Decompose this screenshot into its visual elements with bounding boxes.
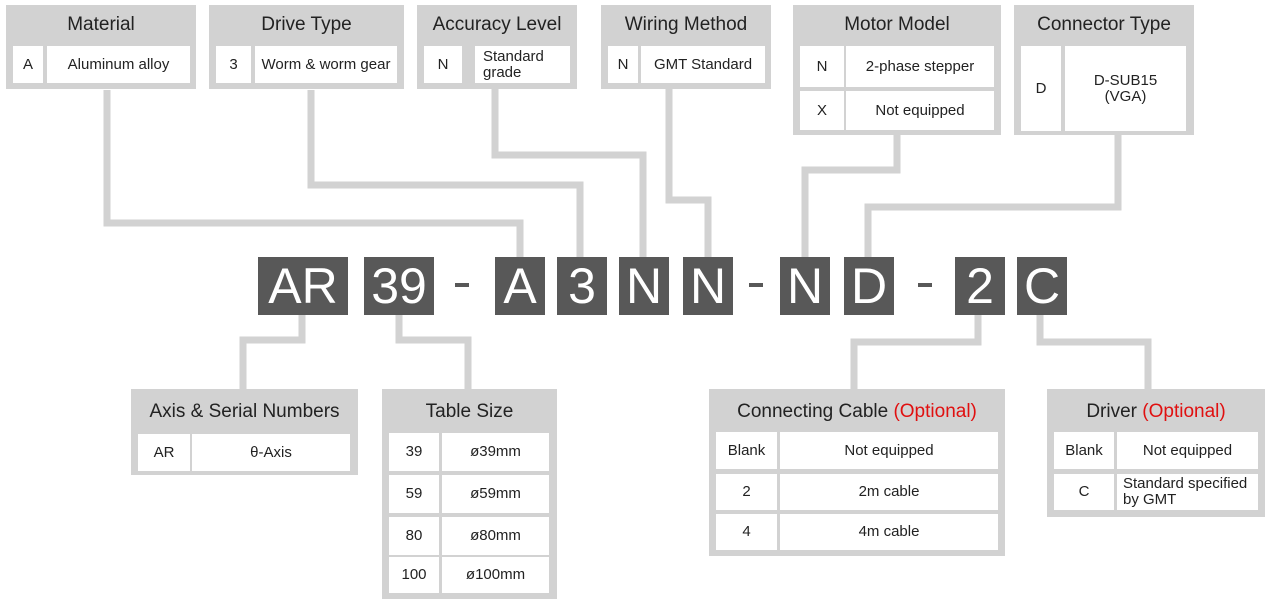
option-description: 2m cable	[780, 474, 998, 510]
option-code: 3	[216, 46, 251, 83]
material-box: Material A Aluminum alloy	[6, 5, 196, 89]
code-segment-connecting-cable: 2	[955, 257, 1005, 315]
accuracy-level-box: Accuracy Level N Standard grade	[417, 5, 577, 89]
drive-type-box: Drive Type 3 Worm & worm gear	[209, 5, 404, 89]
option-code: 39	[389, 433, 439, 471]
box-title: Axis & Serial Numbers	[149, 401, 340, 422]
option-description: ø39mm	[442, 433, 549, 471]
optional-label: (Optional)	[893, 401, 977, 422]
connector-type-box: Connector Type D D-SUB15 (VGA)	[1014, 5, 1194, 135]
option-description: D-SUB15 (VGA)	[1065, 46, 1186, 131]
option-code: C	[1054, 474, 1114, 510]
code-separator	[749, 283, 763, 287]
box-title: Table Size	[425, 401, 514, 422]
connecting-cable-box: Connecting Cable (Optional) Blank Not eq…	[709, 389, 1005, 556]
optional-label: (Optional)	[1142, 401, 1226, 422]
connector-wiring-method	[665, 85, 712, 257]
code-separator	[455, 283, 469, 287]
option-code: X	[800, 91, 844, 130]
box-title: Wiring Method	[624, 14, 748, 35]
connector-material	[103, 90, 524, 257]
option-description: Aluminum alloy	[47, 46, 190, 83]
option-code: Blank	[716, 432, 777, 469]
connector-drive-type	[307, 90, 584, 257]
code-segment-accuracy-level: N	[619, 257, 669, 315]
option-description: Standard specified by GMT	[1117, 474, 1258, 510]
box-title: Accuracy Level	[432, 14, 562, 35]
box-title: Connector Type	[1037, 14, 1171, 35]
box-title: Motor Model	[844, 14, 950, 35]
connector-connector-type	[864, 135, 1122, 257]
option-code: 59	[389, 475, 439, 513]
box-title: Driver (Optional)	[1047, 401, 1265, 423]
code-segment-material: A	[495, 257, 545, 315]
code-segment-wiring-method: N	[683, 257, 733, 315]
option-code: A	[13, 46, 43, 83]
connector-driver	[1036, 315, 1152, 390]
code-segment-connector-type: D	[844, 257, 894, 315]
connector-table-size	[395, 315, 472, 390]
wiring-method-box: Wiring Method N GMT Standard	[601, 5, 771, 89]
driver-box: Driver (Optional) Blank Not equipped C S…	[1047, 389, 1265, 517]
option-code: 4	[716, 514, 777, 550]
connector-motor-model	[801, 135, 901, 257]
code-segment-axis-serial: AR	[258, 257, 348, 315]
code-segment-table-size: 39	[364, 257, 434, 315]
box-title: Drive Type	[261, 14, 352, 35]
option-description: ø100mm	[442, 557, 549, 593]
option-code: N	[608, 46, 638, 83]
option-code: D	[1021, 46, 1061, 131]
box-title: Connecting Cable (Optional)	[709, 401, 1005, 423]
option-description: 4m cable	[780, 514, 998, 550]
option-code: 80	[389, 517, 439, 555]
option-description: Not equipped	[846, 91, 994, 130]
motor-model-box: Motor Model N 2-phase stepper X Not equi…	[793, 5, 1001, 135]
option-description: 2-phase stepper	[846, 46, 994, 87]
option-description: GMT Standard	[641, 46, 765, 83]
option-code: N	[800, 46, 844, 87]
connector-axis-serial	[239, 315, 306, 390]
option-description: Not equipped	[780, 432, 998, 469]
code-segment-drive-type: 3	[557, 257, 607, 315]
axis-serial-box: Axis & Serial Numbers AR θ-Axis	[131, 389, 358, 475]
option-description: Not equipped	[1117, 432, 1258, 469]
code-segment-motor-model: N	[780, 257, 830, 315]
option-code: AR	[138, 434, 190, 471]
option-code: N	[424, 46, 462, 83]
code-segment-driver: C	[1017, 257, 1067, 315]
box-title-text: Connecting Cable	[737, 401, 889, 422]
connector-connecting-cable	[850, 315, 982, 390]
box-title: Material	[67, 14, 135, 35]
option-code: 2	[716, 474, 777, 510]
option-description: ø80mm	[442, 517, 549, 555]
table-size-box: Table Size 39 ø39mm 59 ø59mm 80 ø80mm 10…	[382, 389, 557, 599]
code-separator	[918, 283, 932, 287]
option-code: Blank	[1054, 432, 1114, 469]
connector-accuracy-level	[491, 85, 647, 257]
box-title-text: Driver	[1086, 401, 1137, 422]
option-description: ø59mm	[442, 475, 549, 513]
option-description: Standard grade	[475, 46, 570, 83]
option-code: 100	[389, 557, 439, 593]
option-description: θ-Axis	[192, 434, 350, 471]
option-description: Worm & worm gear	[255, 46, 397, 83]
